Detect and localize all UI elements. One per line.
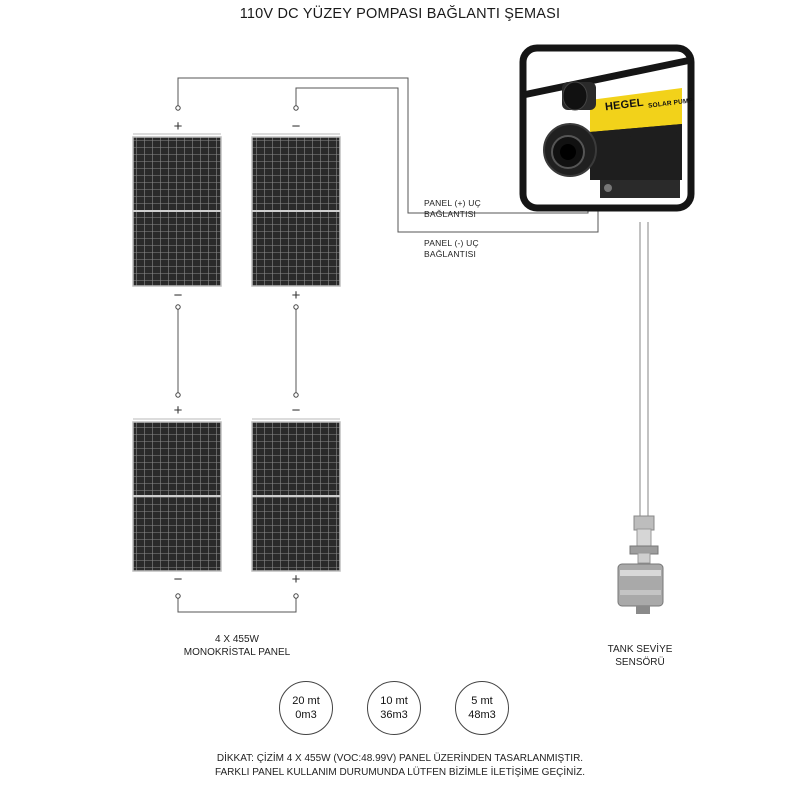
terminal-dot: [293, 392, 299, 398]
warning-note: DİKKAT: ÇİZİM 4 X 455W (VOC:48.99V) PANE…: [214, 753, 586, 778]
negative-connection-label: PANEL (-) UÇ BAĞLANTISI: [424, 238, 479, 259]
minus-sign: −: [291, 118, 301, 135]
terminal-dot: [175, 105, 181, 111]
terminal-dot: [293, 304, 299, 310]
panel-caption: 4 X 455W MONOKRİSTAL PANEL: [183, 634, 291, 658]
positive-connection-label: PANEL (+) UÇ BAĞLANTISI: [424, 198, 481, 219]
plus-sign: +: [291, 571, 301, 588]
diagram-title: 110V DC YÜZEY POMPASI BAĞLANTI ŞEMASI: [239, 6, 561, 22]
minus-sign: −: [291, 402, 301, 419]
terminal-dot: [175, 392, 181, 398]
plus-sign: +: [291, 287, 301, 304]
terminal-dot: [175, 304, 181, 310]
flow-circle-20mt: 20 mt 0m3: [279, 681, 333, 735]
solar-panel-bottom-left: [132, 421, 222, 572]
plus-sign: +: [173, 402, 183, 419]
minus-sign: −: [173, 287, 183, 304]
minus-sign: −: [173, 571, 183, 588]
solar-panel-bottom-right: [251, 421, 341, 572]
wire-negative-top: [295, 87, 599, 233]
terminal-dot: [293, 593, 299, 599]
solar-panel-top-left: [132, 136, 222, 287]
wire-positive-top: [177, 77, 589, 214]
wire-series-bottom: [177, 596, 297, 613]
flow-circle-5mt: 5 mt 48m3: [455, 681, 509, 735]
terminal-dot: [293, 105, 299, 111]
flow-circle-10mt: 10 mt 36m3: [367, 681, 421, 735]
sensor-caption: TANK SEVİYE SENSÖRÜ: [607, 644, 673, 668]
terminal-dot: [175, 593, 181, 599]
solar-pump-icon: [519, 44, 695, 212]
solar-panel-top-right: [251, 136, 341, 287]
plus-sign: +: [173, 118, 183, 135]
float-sensor-icon: [617, 515, 664, 614]
